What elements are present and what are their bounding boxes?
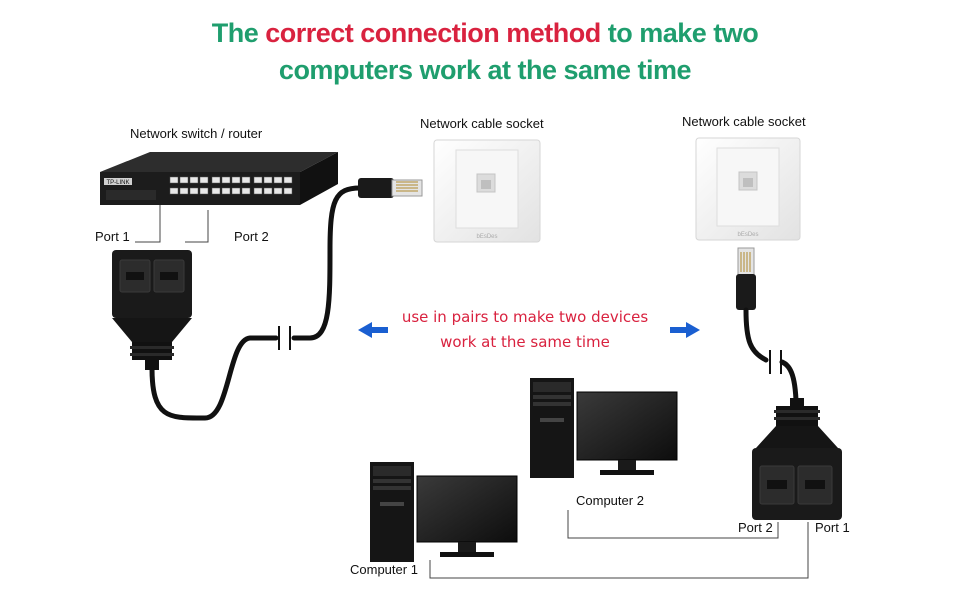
computer2-label: Computer 2 (576, 493, 644, 508)
computer-connection-lines (429, 510, 809, 579)
title-highlight: correct connection method (265, 18, 601, 48)
usage-note-line-1: use in pairs to make two devices (401, 308, 649, 326)
network-switch: TP-LINK (100, 152, 338, 205)
switch-label: Network switch / router (130, 126, 263, 141)
port2-label-right: Port 2 (738, 520, 773, 535)
usage-note-line-2: work at the same time (440, 333, 610, 351)
right-cable-break (769, 350, 782, 374)
left-cable (149, 185, 363, 421)
port2-label-left: Port 2 (234, 229, 269, 244)
socket-label-right: Network cable socket (682, 114, 806, 129)
title-part-1: The (211, 18, 266, 48)
usage-note: use in pairs to make two devices work at… (370, 305, 680, 355)
computer-1 (370, 462, 518, 562)
arrow-right-icon (670, 322, 700, 338)
arrow-left-icon (358, 322, 388, 338)
title-line-2: computers work at the same time (278, 55, 692, 85)
left-rj45-plug (358, 178, 423, 198)
computer-2 (530, 378, 678, 478)
left-port-leaders (135, 205, 209, 243)
right-cable (743, 307, 799, 403)
computer1-label: Computer 1 (350, 562, 418, 577)
title-part-3: to make two (600, 18, 759, 48)
right-splitter (752, 398, 842, 520)
left-cable-break (278, 326, 291, 350)
socket-label-left: Network cable socket (420, 116, 544, 131)
right-wall-socket: bEsDes (695, 137, 801, 241)
switch-brand: TP-LINK (106, 180, 129, 186)
left-wall-socket: bEsDes (433, 139, 541, 243)
port1-label-left: Port 1 (95, 229, 130, 244)
title-line-1: The correct connection method to make tw… (0, 18, 970, 49)
right-plate-brand: bEsDes (737, 232, 758, 238)
left-splitter (112, 250, 192, 370)
right-rj45-plug (736, 247, 756, 310)
left-plate-brand: bEsDes (476, 234, 497, 240)
port1-label-right: Port 1 (815, 520, 850, 535)
